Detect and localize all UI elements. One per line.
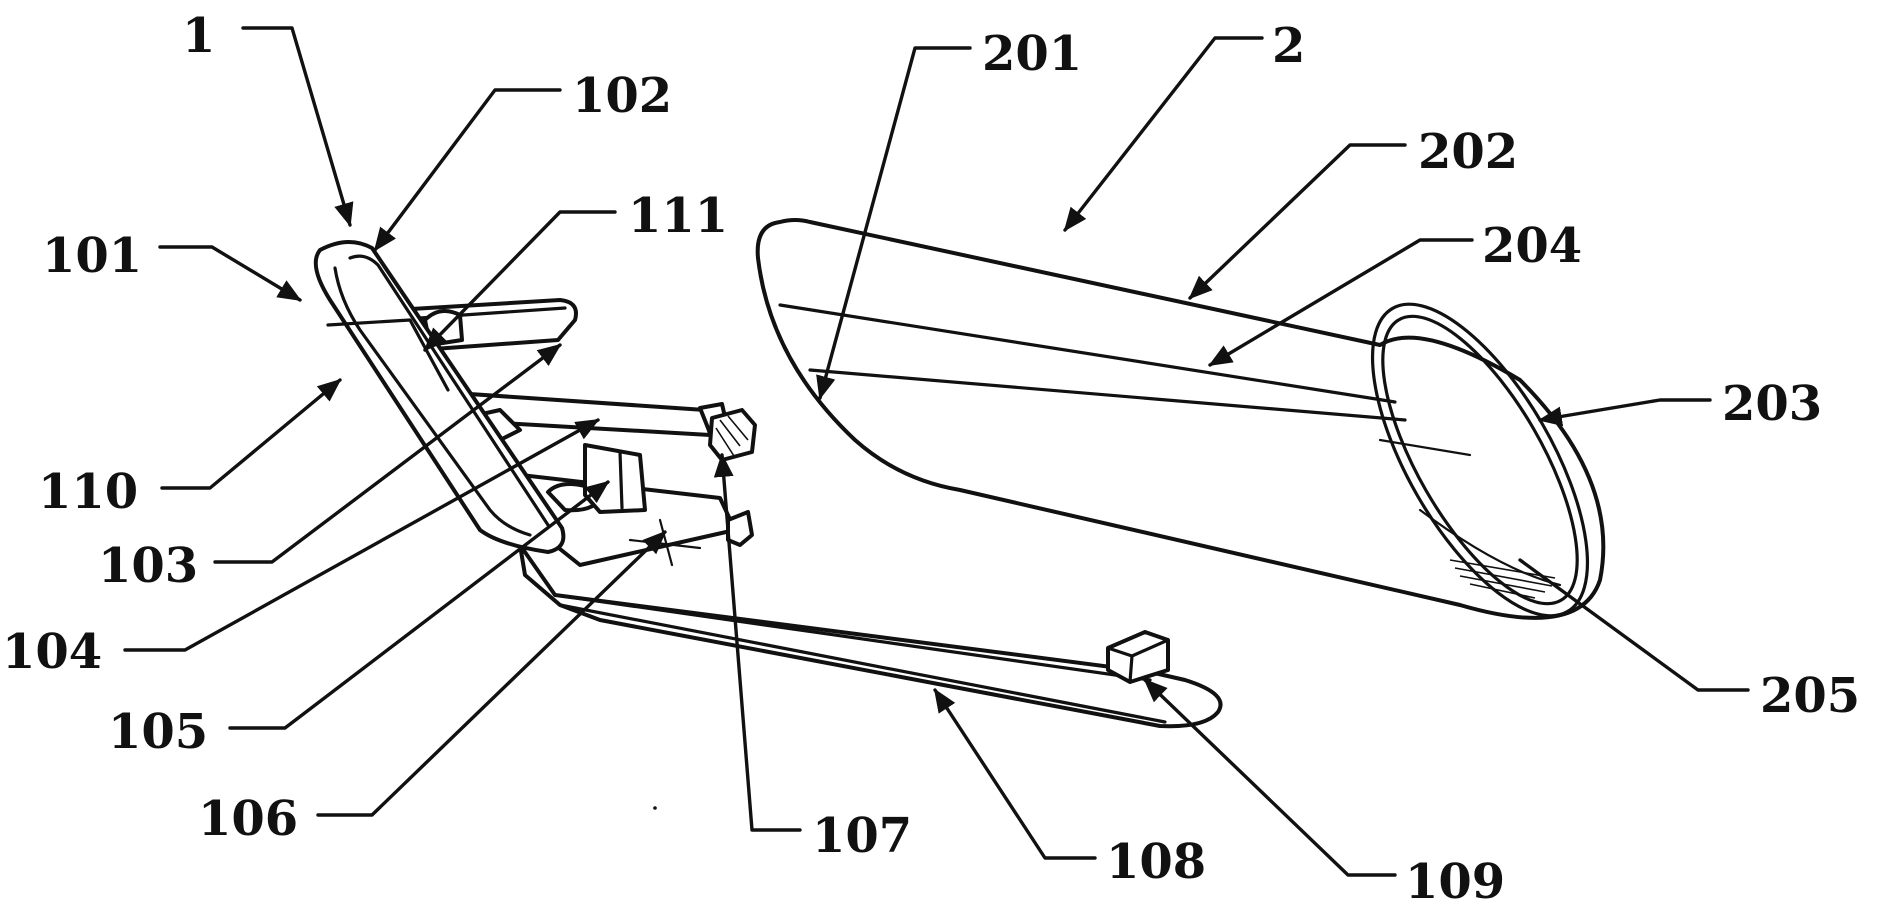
label-106: 106 [198,791,298,847]
web-104 [585,445,645,512]
label-111: 111 [628,188,728,244]
hook-107 [728,512,752,545]
label-205: 205 [1760,668,1860,724]
label-110: 110 [38,464,138,520]
label-105: 105 [108,704,208,760]
label-109: 109 [1405,854,1505,910]
label-204: 204 [1482,218,1582,274]
label-107: 107 [812,808,912,864]
label-108: 108 [1106,834,1206,890]
label-202: 202 [1418,124,1518,180]
stray-dot [653,806,657,810]
label-201: 201 [982,26,1082,82]
bump-109 [1108,632,1168,682]
label-1: 1 [182,8,215,64]
label-103: 103 [98,538,198,594]
part-2-sleeve [758,220,1630,648]
label-102: 102 [572,68,672,124]
label-101: 101 [42,228,142,284]
label-2: 2 [1272,18,1305,74]
label-203: 203 [1722,376,1822,432]
label-104: 104 [2,624,102,680]
